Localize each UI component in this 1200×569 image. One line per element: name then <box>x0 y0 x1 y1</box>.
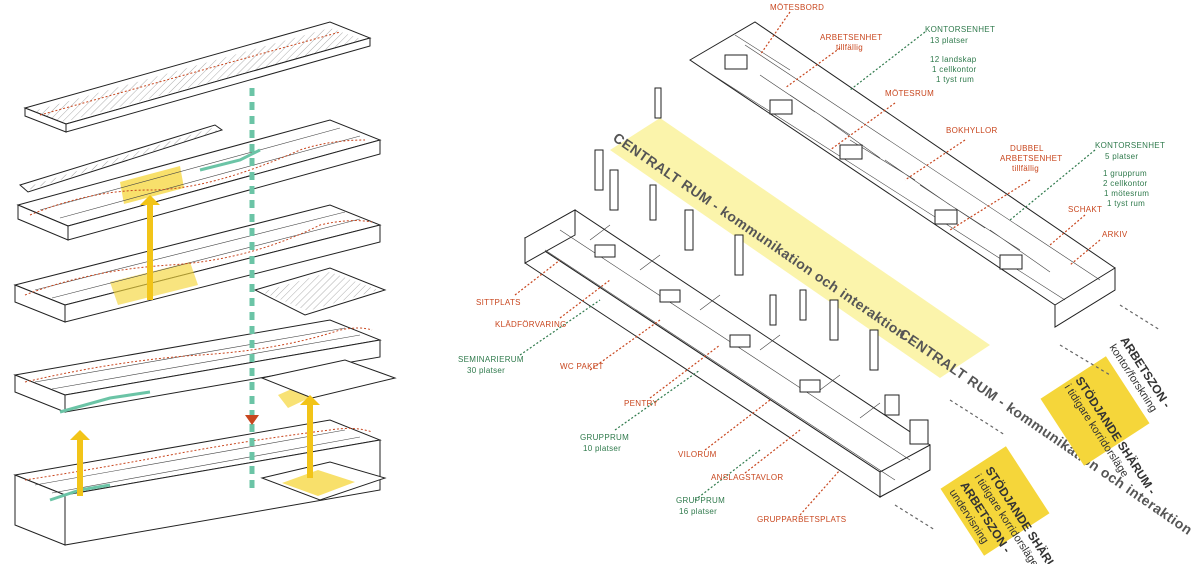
label-schakt: SCHAKT <box>1068 205 1102 214</box>
label-kontorsenhet-13-c: 1 cellkontor <box>932 65 977 74</box>
label-seminarierum-a: 30 platser <box>467 366 505 375</box>
central-band <box>610 118 990 378</box>
label-kontorsenhet-5: KONTORSENHET <box>1095 141 1165 150</box>
label-kladforvaring: KLÄDFÖRVARING <box>495 320 567 329</box>
floor-level-1 <box>13 419 387 546</box>
detailed-axonometric-floor: CENTRALT RUM - kommunikation och interak… <box>458 3 1196 569</box>
label-arkiv: ARKIV <box>1102 230 1128 239</box>
label-grupprum-16-a: 16 platser <box>679 507 717 516</box>
central-band-label-2: CENTRALT RUM - kommunikation och interak… <box>896 325 1195 538</box>
central-pillars <box>594 87 929 445</box>
label-kontorsenhet-13-b: 12 landskap <box>930 55 977 64</box>
label-anslagstavlor: ANSLAGSTAVLOR <box>711 473 784 482</box>
label-kontorsenhet-5-b: 1 grupprum <box>1103 169 1147 178</box>
label-grupprum-10-a: 10 platser <box>583 444 621 453</box>
label-kontorsenhet-13-d: 1 tyst rum <box>936 75 974 84</box>
label-grupprum-10: GRUPPRUM <box>580 433 629 442</box>
label-dubbel-1: DUBBEL <box>1010 144 1044 153</box>
label-wc-paket: WC PAKET <box>560 362 604 371</box>
label-motesbord: MÖTESBORD <box>770 3 824 12</box>
label-dubbel-3: tillfällig <box>1012 164 1039 173</box>
label-kontorsenhet-13: KONTORSENHET <box>925 25 995 34</box>
label-bokhyllor: BOKHYLLOR <box>946 126 998 135</box>
vertical-connectors <box>70 88 320 496</box>
floor-level-3 <box>13 204 387 323</box>
floor-level-4 <box>16 119 382 241</box>
stodjande-badge-2 <box>940 446 1050 556</box>
stodjande-badge-1 <box>1040 356 1150 466</box>
floor-level-2 <box>13 319 397 414</box>
label-kontorsenhet-5-e: 1 tyst rum <box>1107 199 1145 208</box>
label-vilorum: VILORUM <box>678 450 717 459</box>
label-motesrum: MÖTESRUM <box>885 89 934 98</box>
label-dubbel-2: ARBETSENHET <box>1000 154 1062 163</box>
exploded-axonometric-stack <box>13 21 397 546</box>
label-grupprum-16: GRUPPRUM <box>676 496 725 505</box>
label-kontorsenhet-5-d: 1 mötesrum <box>1104 189 1149 198</box>
label-seminarierum: SEMINARIERUM <box>458 355 524 364</box>
label-arbetsenhet-sub: tillfällig <box>836 43 863 52</box>
office-partitions <box>704 34 1101 301</box>
label-sittplats: SITTPLATS <box>476 298 521 307</box>
label-kontorsenhet-5-c: 2 cellkontor <box>1103 179 1148 188</box>
label-kontorsenhet-5-a: 5 platser <box>1105 152 1138 161</box>
teaching-partitions <box>544 224 911 481</box>
roof-level <box>23 21 372 133</box>
label-pentry: PENTRY <box>624 399 658 408</box>
label-arbetsenhet: ARBETSENHET <box>820 33 882 42</box>
label-grupparbetsplats: GRUPPARBETSPLATS <box>757 515 846 524</box>
label-kontorsenhet-13-a: 13 platser <box>930 36 968 45</box>
